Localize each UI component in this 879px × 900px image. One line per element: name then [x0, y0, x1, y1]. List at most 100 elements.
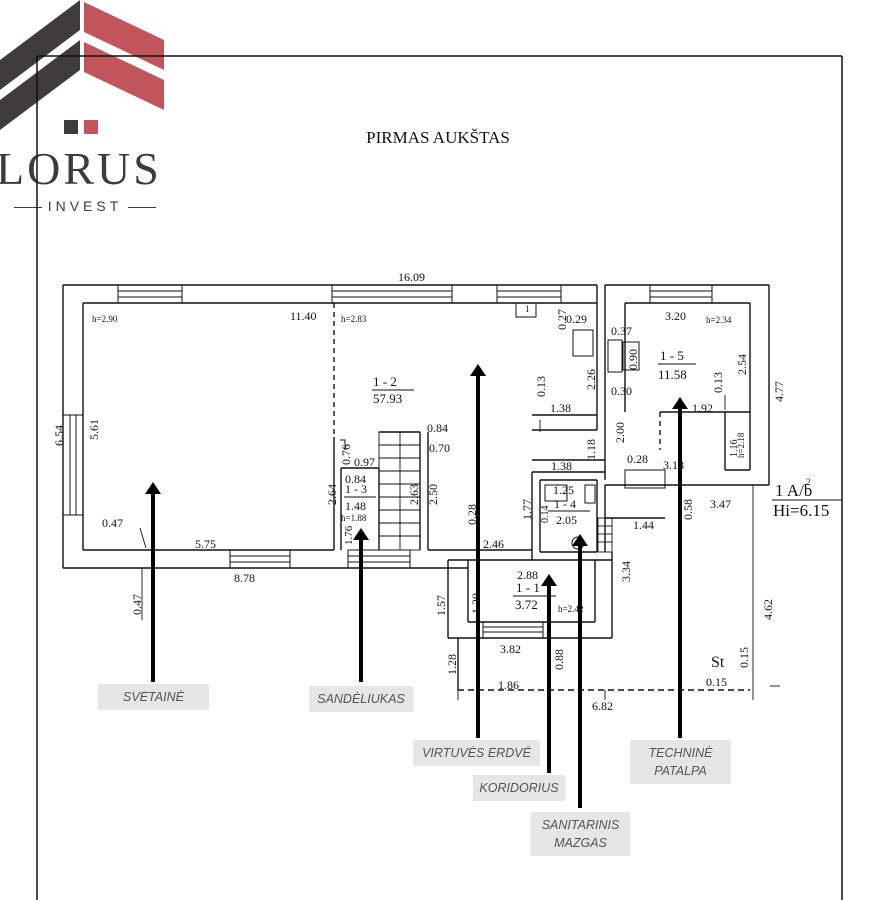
dimension-lines — [139, 395, 780, 700]
stamp-line1: 1 A/b — [775, 481, 812, 500]
dim: 0.13 — [534, 376, 548, 397]
room-area-1-5: 11.58 — [658, 367, 687, 382]
dim: 0.70 — [429, 441, 450, 455]
label-koridorius: KORIDORIUS — [473, 775, 565, 801]
dimensions: 16.09 11.40 0.29 3.20 0.37 0.30 1.38 1.9… — [102, 270, 731, 713]
dim: 0.97 — [354, 455, 375, 469]
logo-mark — [0, 0, 164, 134]
sheet-frame — [36, 55, 843, 900]
dim: 0.15 — [737, 647, 751, 668]
dim: 1.57 — [434, 595, 448, 616]
room-code-1-2: 1 - 2 — [373, 374, 397, 389]
dim: 1.38 — [550, 401, 571, 415]
ceiling-heights: h=2.90 h=2.83 h=2.34 h=2.18 h=1.88 h=2.4… — [92, 314, 746, 614]
height-storage: h=1.88 — [341, 513, 367, 523]
room-code-1-5: 1 - 5 — [660, 348, 684, 363]
plan-title: PIRMAS AUKŠTAS — [366, 128, 510, 147]
label-virtuves-erdve: VIRTUVĖS ERDVĖ — [413, 740, 540, 766]
dim: 1.16 — [729, 440, 740, 458]
room-labels: 1 - 2 57.93 1 - 3 1.48 1 - 4 2.05 1 - 1 … — [344, 348, 696, 612]
pointer-arrows — [145, 364, 688, 808]
fixtures — [340, 302, 640, 550]
logo-subtitle: INVEST — [0, 198, 170, 214]
dim: 4.77 — [772, 381, 786, 402]
dim: 2.88 — [517, 568, 538, 582]
dim: 0.28 — [627, 452, 648, 466]
dim: 0.76 — [339, 444, 353, 465]
dim: 2.26 — [584, 369, 598, 390]
dim: 3.20 — [665, 309, 686, 323]
dim: 0.84 — [427, 421, 448, 435]
label-svetaine: SVETAINĖ — [98, 684, 209, 710]
building-stamp: 1 A/b 2 Hi=6.15 St — [711, 477, 842, 671]
dim: 0.27 — [555, 309, 569, 330]
height-technical: h=2.34 — [706, 315, 732, 325]
sink — [572, 329, 594, 357]
dim: 2.00 — [613, 422, 627, 443]
height-technical-niche: h=2.18 — [736, 432, 746, 458]
room-area-1-2: 57.93 — [373, 391, 402, 406]
dim: 0.28 — [465, 504, 479, 525]
label-sandeliukas: SANDĖLIUKAS — [309, 686, 413, 712]
dim: 1.86 — [498, 678, 519, 692]
stamp-line2: Hi=6.15 — [773, 501, 829, 520]
dim: 2.64 — [325, 484, 339, 505]
room-area-1-3: 1.48 — [345, 499, 366, 513]
dim: 0.37 — [611, 324, 632, 338]
dim: 6.82 — [592, 699, 613, 713]
dim: 11.40 — [290, 309, 317, 323]
dim: 1.77 — [520, 499, 534, 520]
dim: 4.62 — [761, 599, 775, 620]
room-code-1-1: 1 - 1 — [516, 580, 540, 595]
height-kitchen: h=2.83 — [341, 314, 367, 324]
dim: 1.76 — [343, 525, 355, 545]
dim: 1 — [525, 304, 530, 314]
lorus-invest-logo: LORUS INVEST — [0, 0, 170, 220]
dim: 2.46 — [483, 537, 504, 551]
stamp-superscript: 2 — [806, 477, 811, 487]
dim: 2.54 — [735, 354, 749, 375]
logo-wordmark: LORUS — [0, 143, 162, 194]
dim: 1.38 — [551, 459, 572, 473]
dim: 5.61 — [87, 419, 101, 440]
label-sanitarinis-mazgas: SANITARINIS MAZGAS — [531, 812, 630, 856]
dim: 0.15 — [706, 675, 727, 689]
dim: 0.30 — [611, 384, 632, 398]
dim: 1.18 — [584, 439, 598, 460]
stamp-st: St — [711, 654, 725, 671]
dimensions-vertical: 0.27 0.90 2.54 2.26 0.13 0.13 4.77 1.16 … — [52, 309, 786, 675]
dim: 0.13 — [711, 372, 725, 393]
dim: 0.84 — [345, 472, 366, 486]
height-living: h=2.90 — [92, 314, 118, 324]
stove — [515, 302, 537, 318]
dim: 0.88 — [552, 649, 566, 670]
windows — [62, 284, 713, 639]
staircase — [378, 431, 613, 553]
dim: 1.92 — [692, 401, 713, 415]
dim: 0.14 — [540, 506, 551, 524]
dim: 0.29 — [566, 312, 587, 326]
dim: 3.82 — [500, 642, 521, 656]
dim: 0.90 — [626, 349, 640, 370]
room-area-1-4: 2.05 — [556, 513, 577, 527]
dim: 5.75 — [195, 537, 216, 551]
room-code-1-3: 1 - 3 — [345, 482, 367, 496]
dim: 3.47 — [710, 497, 731, 511]
dim: 8.78 — [234, 571, 255, 585]
dim: 0.47 — [130, 594, 144, 615]
dim: 6.54 — [52, 425, 66, 446]
dim: 0.47 — [102, 516, 123, 530]
room-code-1-4: 1 - 4 — [554, 497, 576, 511]
dim: 1.44 — [633, 518, 654, 532]
dim: 3.34 — [619, 561, 633, 582]
room-area-1-1: 3.72 — [515, 597, 538, 612]
dim: 1.25 — [553, 483, 574, 497]
dim: 1.28 — [445, 654, 459, 675]
dim: 16.09 — [398, 270, 425, 284]
dim: 0.58 — [681, 499, 695, 520]
dim: 2.50 — [426, 484, 440, 505]
dim: 2.63 — [407, 484, 421, 505]
label-technine-patalpa: TECHNINĖ PATALPA — [630, 740, 731, 784]
height-corridor: h=2.42 — [558, 604, 583, 614]
